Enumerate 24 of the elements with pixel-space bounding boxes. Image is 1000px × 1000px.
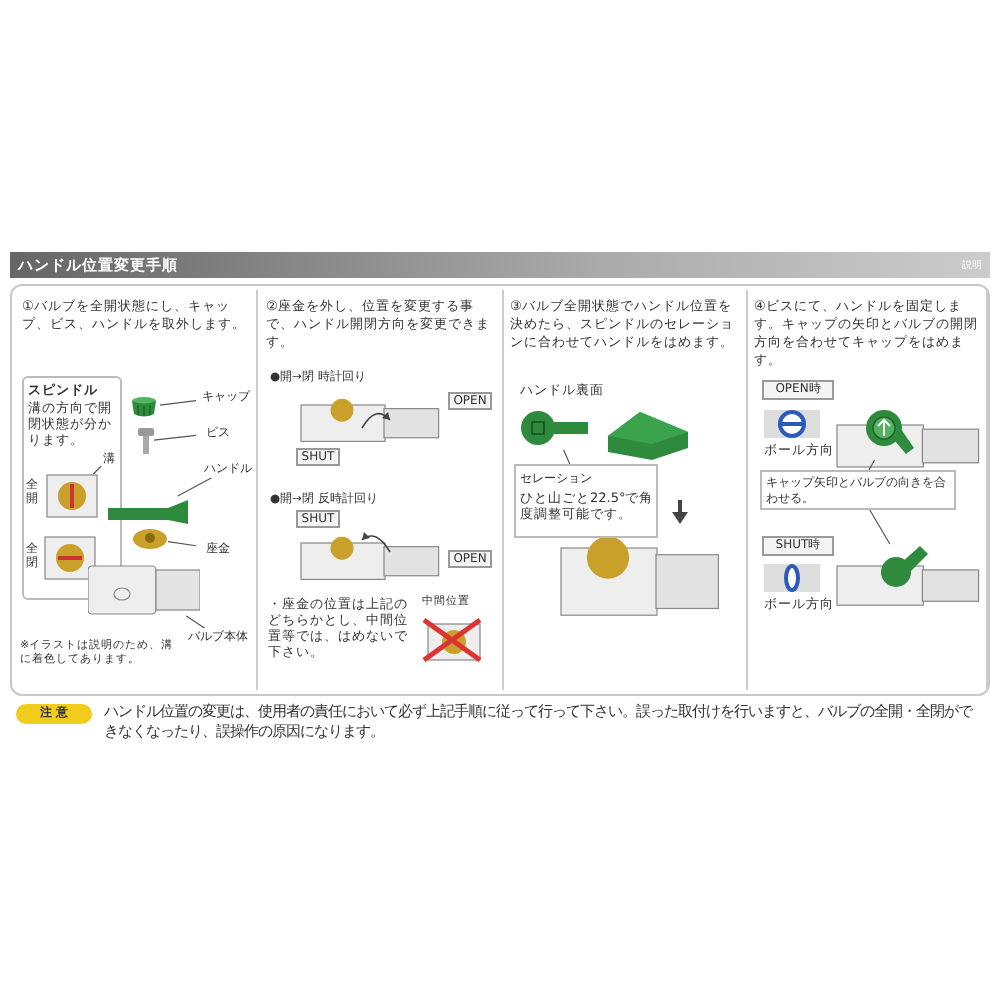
step-panel: [260, 290, 504, 690]
screw-drawing: [138, 428, 154, 454]
leader-line: [159, 400, 197, 406]
leader-line: [167, 541, 197, 547]
handle-drawing: [104, 496, 192, 528]
step-panel: [16, 290, 258, 690]
cap-drawing: [128, 396, 160, 418]
cap-drawing: [864, 404, 916, 460]
callout-box: [514, 464, 658, 538]
leader-line: [153, 434, 197, 441]
step-panel: [504, 290, 748, 690]
cap-drawing: [880, 544, 928, 592]
leader-line: [869, 509, 891, 545]
header-band: [10, 252, 990, 278]
leader-line: [868, 459, 876, 471]
leader-line: [563, 449, 571, 465]
leader-line: [185, 615, 205, 629]
leader-line: [92, 465, 102, 475]
handle-back-drawing: [520, 406, 588, 450]
leader-line: [177, 477, 212, 497]
spindle-drawing: [46, 474, 98, 518]
valve-body-drawing: [88, 560, 200, 616]
washer-drawing: [132, 528, 168, 550]
step-panel: [748, 290, 988, 690]
